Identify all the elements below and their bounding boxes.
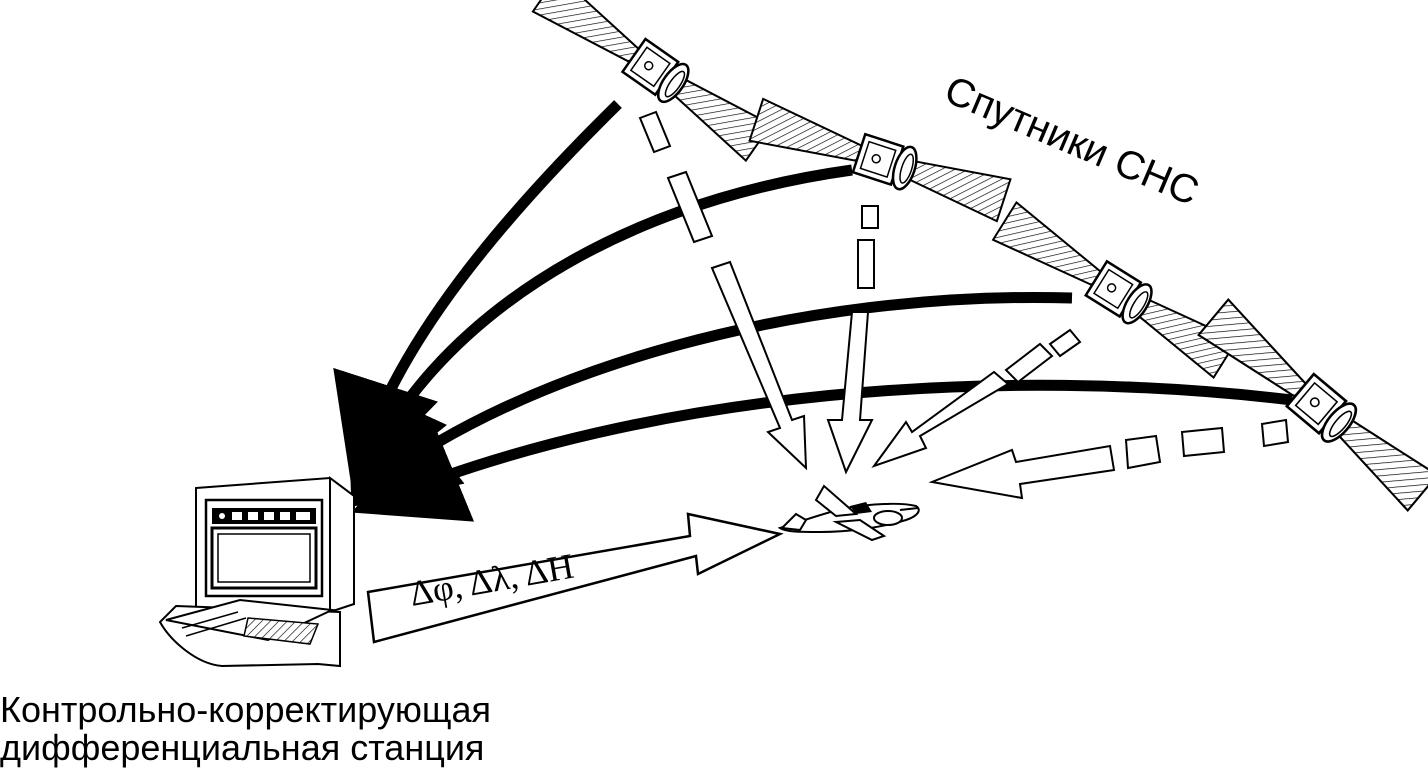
signal-dash	[666, 170, 714, 244]
signal-dash	[1004, 342, 1054, 384]
signal-arrow-sat1	[710, 260, 808, 471]
signal-dash	[861, 205, 879, 229]
signal-dash	[857, 239, 875, 289]
signal-dash	[1260, 418, 1290, 448]
station-label-line2: дифференциальная станция	[0, 727, 484, 768]
signal-arrow-sat2	[826, 311, 874, 475]
signal-dash	[638, 110, 672, 154]
satellite-icon	[1197, 298, 1428, 512]
satellite-signals	[638, 110, 1290, 500]
black-link-arrows	[333, 100, 1293, 522]
station-label-line1: Контрольно-корректирующая	[0, 689, 491, 730]
aircraft-icon	[777, 484, 920, 542]
signal-dash	[1048, 328, 1082, 358]
signal-dash	[1124, 434, 1162, 470]
signal-arrow-sat3	[871, 370, 1010, 468]
signal-arrow-sat4	[928, 444, 1116, 500]
computer-terminal-icon	[158, 476, 355, 668]
link-sat4-station	[351, 379, 1293, 522]
correction-arrow	[366, 512, 784, 644]
signal-dash	[1180, 426, 1226, 458]
